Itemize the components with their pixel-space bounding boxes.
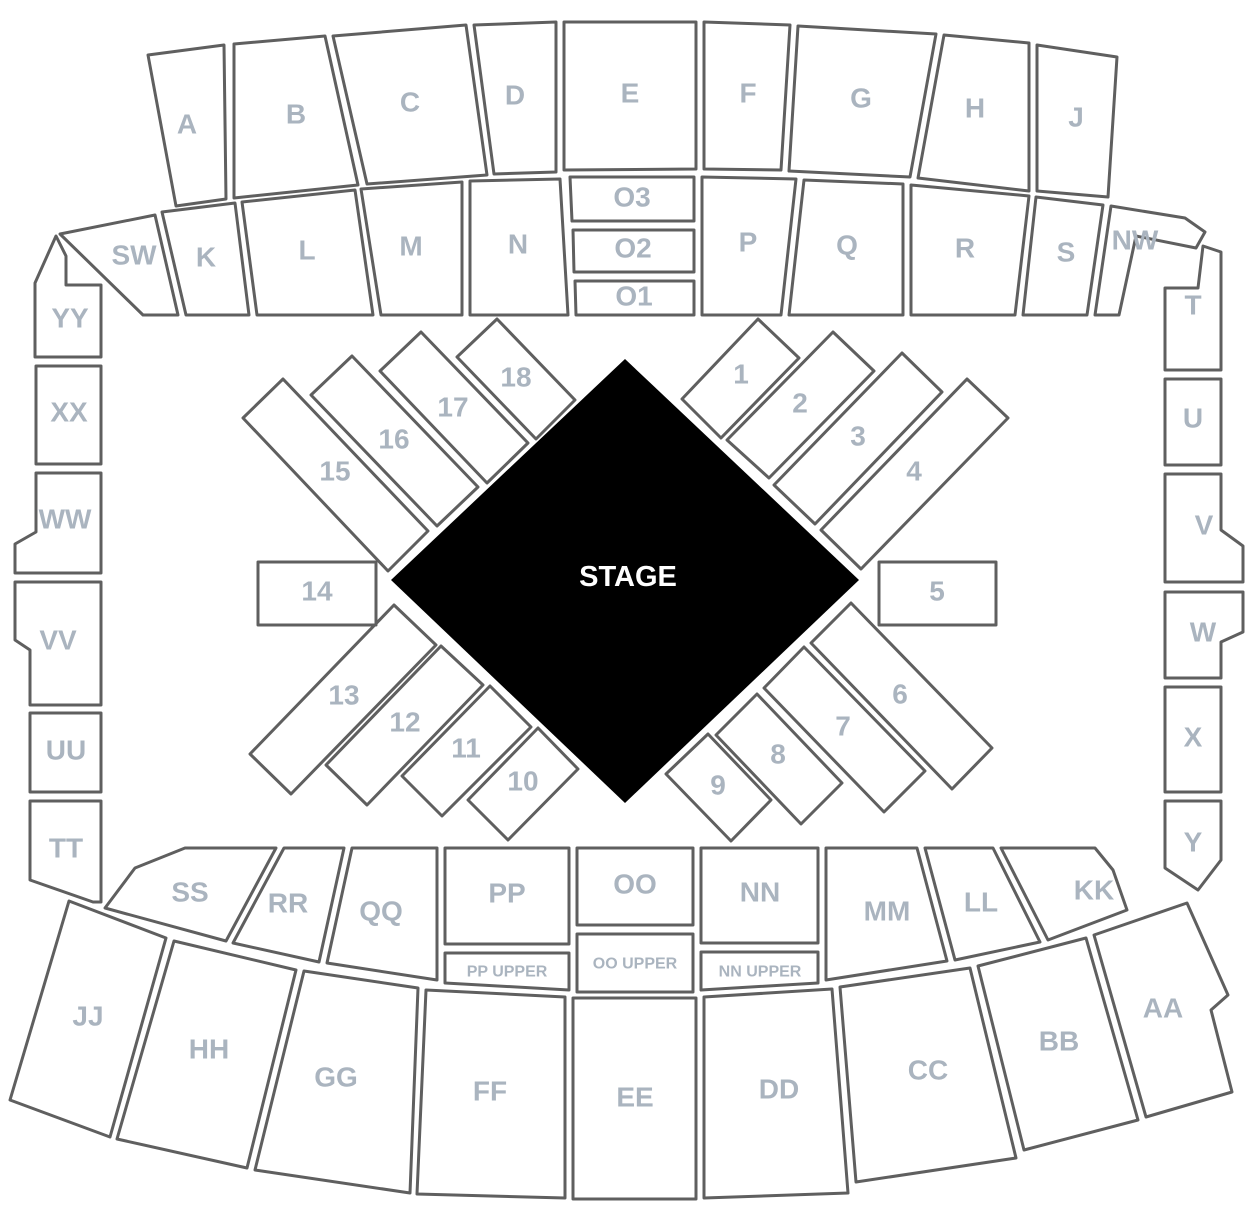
section-H[interactable]: H — [916, 33, 1031, 193]
section-UU[interactable]: UU — [28, 711, 103, 794]
section-L[interactable]: L — [240, 188, 375, 317]
section-FF[interactable]: FF — [415, 988, 567, 1200]
section-TT[interactable]: TT — [28, 799, 103, 904]
section-QQ[interactable]: QQ — [325, 846, 439, 982]
section-NN-upper[interactable]: NN UPPER — [699, 950, 820, 992]
section-G[interactable]: G — [787, 24, 938, 179]
section-Y[interactable]: Y — [1163, 799, 1223, 892]
section-O1[interactable]: O1 — [573, 279, 696, 317]
section-F[interactable]: F — [702, 20, 792, 172]
section-VV[interactable]: VV — [13, 580, 103, 707]
section-O2[interactable]: O2 — [571, 228, 696, 274]
section-PP[interactable]: PP — [443, 846, 571, 946]
section-R[interactable]: R — [909, 183, 1031, 317]
section-M[interactable]: M — [359, 180, 464, 317]
section-S[interactable]: S — [1021, 195, 1105, 317]
section-N[interactable]: N — [468, 177, 570, 317]
section-E[interactable]: E — [562, 20, 698, 172]
section-T[interactable]: T — [1163, 244, 1223, 372]
section-V[interactable]: V — [1163, 472, 1245, 584]
section-J[interactable]: J — [1035, 43, 1119, 199]
section-OO-upper[interactable]: OO UPPER — [575, 932, 695, 994]
section-14[interactable]: 14 — [256, 560, 378, 627]
section-PP-upper[interactable]: PP UPPER — [443, 951, 571, 992]
section-EE[interactable]: EE — [571, 996, 698, 1201]
section-NN[interactable]: NN — [699, 846, 820, 945]
section-Q[interactable]: Q — [787, 178, 905, 317]
section-C[interactable]: C — [331, 23, 489, 186]
section-W[interactable]: W — [1163, 590, 1245, 680]
section-A[interactable]: A — [146, 43, 228, 208]
section-X[interactable]: X — [1163, 685, 1223, 794]
section-D[interactable]: D — [472, 20, 558, 176]
section-DD[interactable]: DD — [702, 987, 850, 1200]
section-XX[interactable]: XX — [34, 364, 103, 466]
section-U[interactable]: U — [1163, 377, 1223, 467]
section-O3[interactable]: O3 — [568, 175, 696, 223]
section-WW[interactable]: WW — [13, 471, 103, 575]
section-OO[interactable]: OO — [575, 846, 695, 927]
section-5[interactable]: 5 — [877, 560, 998, 627]
section-P[interactable]: P — [700, 175, 798, 317]
